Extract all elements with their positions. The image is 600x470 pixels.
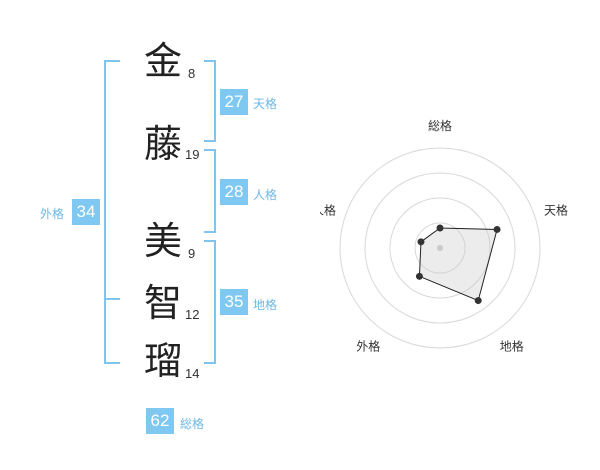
tenkaku-value: 27 <box>220 89 248 115</box>
gaikaku-bracket-top <box>104 60 120 300</box>
stroke-count-1: 8 <box>188 66 196 81</box>
chikaku-label: 地格 <box>253 298 278 312</box>
name-char-1: 金 <box>143 39 182 83</box>
radar-axis-label-4: 外格 <box>356 339 380 354</box>
jinkaku-label: 人格 <box>253 188 278 202</box>
gaikaku-label: 外格 <box>40 207 65 221</box>
tenkaku-bracket <box>204 60 216 142</box>
radar-axis-label-5: 人格 <box>320 202 336 217</box>
tenkaku-label: 天格 <box>253 97 278 111</box>
radar-axis-label-1: 総格 <box>428 118 452 133</box>
radar-point-5 <box>417 238 425 246</box>
soukaku-value: 62 <box>146 408 174 434</box>
radar-point-2 <box>493 225 501 233</box>
chikaku-bracket <box>204 240 216 364</box>
radar-point-3 <box>474 297 482 305</box>
gaikaku-value: 34 <box>72 199 100 225</box>
stroke-count-4: 12 <box>185 307 200 322</box>
name-char-5: 瑠 <box>143 339 182 383</box>
gaikaku-bracket-bottom <box>104 298 120 364</box>
jinkaku-bracket <box>204 149 216 233</box>
radar-center <box>437 245 443 251</box>
soukaku-label: 総格 <box>180 417 205 431</box>
radar-polygon <box>418 227 498 302</box>
stroke-count-2: 19 <box>185 147 200 162</box>
radar-ring <box>389 197 491 299</box>
radar-ring <box>364 172 516 324</box>
radar-axis-label-3: 地格 <box>500 339 524 354</box>
radar-axis-label-2: 天格 <box>544 202 568 217</box>
radar-point-4 <box>415 272 423 280</box>
name-char-2: 藤 <box>143 122 182 166</box>
chikaku-value: 35 <box>220 289 248 315</box>
radar-point-1 <box>436 224 444 232</box>
name-char-3: 美 <box>143 219 182 263</box>
radar-ring <box>339 147 541 349</box>
stroke-count-5: 14 <box>185 366 200 381</box>
stroke-count-3: 9 <box>188 246 196 261</box>
radar-ring <box>414 222 466 274</box>
jinkaku-value: 28 <box>220 179 248 205</box>
name-char-4: 智 <box>143 281 182 325</box>
